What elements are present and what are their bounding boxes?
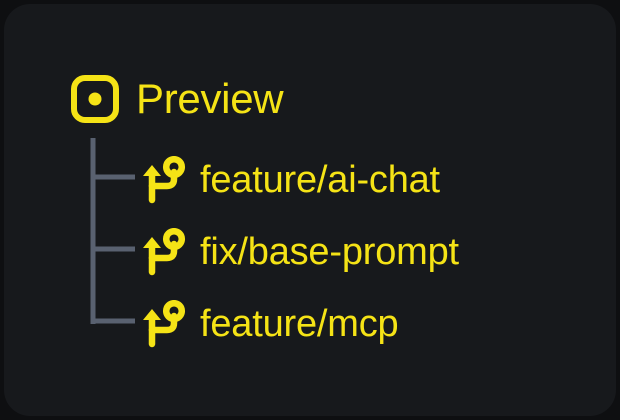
tree-branch-label: feature/ai-chat [200,159,440,201]
git-branch-icon [143,228,186,276]
git-branch-icon [143,300,186,348]
tree-branch-row[interactable]: fix/base-prompt [140,226,459,278]
tree-root-label: Preview [136,75,284,122]
tree-branch-label: feature/mcp [200,303,399,345]
preview-card: Preview feature/ai-chat fix/base-prompt [4,4,616,416]
tree-branch-label: fix/base-prompt [200,231,459,273]
tree-root-row[interactable]: Preview [70,72,284,126]
tree-branch-row[interactable]: feature/ai-chat [140,154,440,206]
preview-dot-square-icon [71,75,119,123]
tree-connector-lines [90,138,135,324]
git-branch-icon [143,156,186,204]
tree-branch-row[interactable]: feature/mcp [140,298,399,350]
